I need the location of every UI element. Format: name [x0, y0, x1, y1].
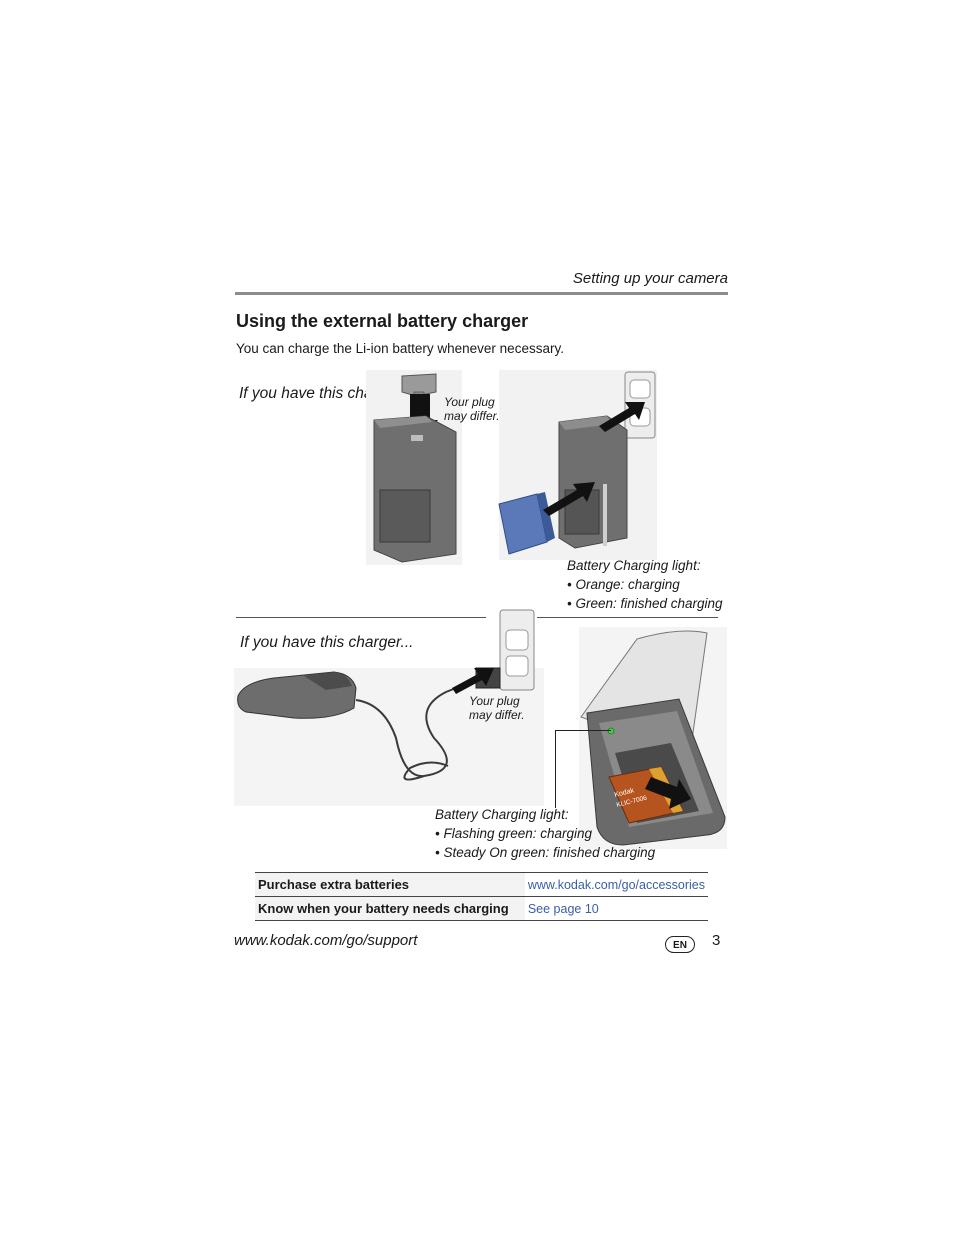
page-number: 3 — [712, 932, 721, 949]
footer-url: www.kodak.com/go/support — [234, 932, 418, 949]
language-badge: EN — [665, 936, 695, 953]
charger2-plug-note: Your plug may differ. — [469, 694, 525, 722]
battery-brand-label: Kodak — [614, 787, 635, 799]
charger1-light-caption: Battery Charging light: • Orange: chargi… — [567, 558, 723, 611]
table-row: Know when your battery needs charging Se… — [255, 896, 708, 921]
info-table: Purchase extra batteries www.kodak.com/g… — [255, 872, 708, 921]
header-rule — [235, 292, 728, 295]
charger2-light-caption: Battery Charging light: • Flashing green… — [435, 807, 656, 860]
callout-line-horizontal — [555, 730, 611, 731]
charging-indicator-light — [607, 727, 615, 735]
charger1-plug-note: Your plug may differ. — [444, 395, 500, 423]
callout-line-vertical — [555, 730, 556, 808]
see-page-link[interactable]: See page 10 — [524, 896, 708, 921]
section-header: Setting up your camera — [572, 270, 728, 287]
charger1-plug-illustration — [366, 370, 462, 565]
table-row-label: Know when your battery needs charging — [255, 896, 525, 921]
intro-text: You can charge the Li-ion battery whenev… — [236, 341, 564, 356]
charger2-lead: If you have this charger... — [240, 634, 414, 651]
charger2-open-illustration: Kodak KLIC-7006 — [579, 627, 727, 849]
accessories-link[interactable]: www.kodak.com/go/accessories — [524, 872, 708, 897]
charger1-battery-illustration — [498, 370, 657, 560]
table-row-label: Purchase extra batteries — [255, 872, 525, 897]
section-divider-right — [537, 617, 718, 618]
section-divider-left — [236, 617, 486, 618]
page-title: Using the external battery charger — [236, 311, 529, 331]
table-row: Purchase extra batteries www.kodak.com/g… — [255, 872, 708, 897]
charger2-cord-illustration — [234, 609, 544, 806]
